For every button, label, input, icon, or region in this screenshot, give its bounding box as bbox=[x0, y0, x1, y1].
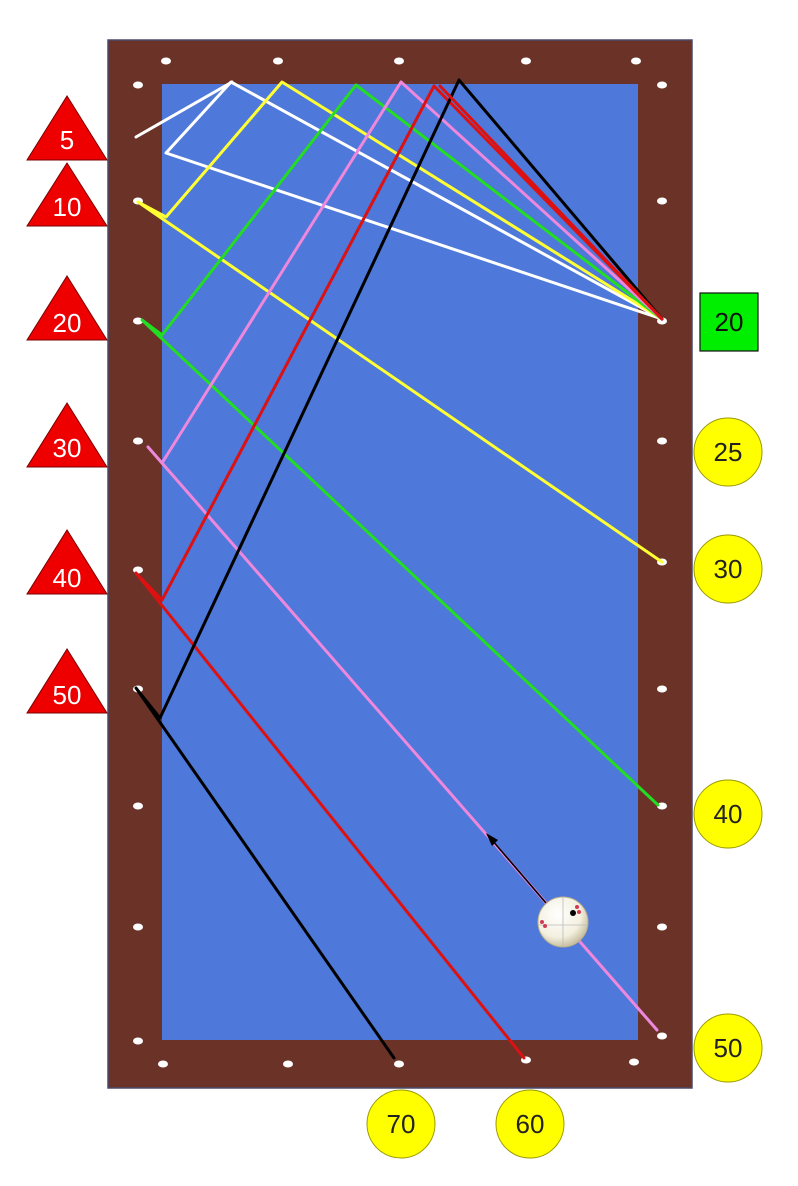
start-marker-square bbox=[699, 292, 759, 352]
diamond-sight bbox=[657, 685, 667, 693]
system-markers: 5 10 20 30 40 50 20 25 30 40 50 70 60 bbox=[26, 95, 763, 1159]
ball-paths bbox=[134, 78, 664, 1060]
diamond-sight bbox=[133, 802, 143, 810]
green-path bbox=[140, 83, 664, 807]
right-marker-label: 50 bbox=[714, 1033, 743, 1063]
start-marker-label: 20 bbox=[715, 307, 744, 337]
ball-mark bbox=[577, 910, 581, 914]
bottom-marker-label: 70 bbox=[387, 1109, 416, 1139]
aim-line bbox=[491, 839, 547, 904]
left-marker-triangle bbox=[26, 162, 108, 227]
right-marker-label: 30 bbox=[714, 554, 743, 584]
left-marker-label: 40 bbox=[53, 563, 82, 593]
diamond-sight bbox=[629, 1058, 639, 1066]
diamond-sight bbox=[161, 57, 171, 65]
red-path bbox=[134, 84, 664, 1060]
left-marker-triangle bbox=[26, 529, 108, 595]
diamond-sight bbox=[283, 1060, 293, 1068]
left-marker-triangle bbox=[26, 402, 108, 468]
diamond-sight bbox=[657, 81, 667, 89]
left-marker-label: 20 bbox=[53, 308, 82, 338]
yellow-path bbox=[136, 80, 664, 564]
left-marker-label: 10 bbox=[53, 192, 82, 222]
ball-mark bbox=[540, 920, 544, 924]
white-path bbox=[164, 80, 664, 321]
black-path bbox=[134, 78, 664, 1060]
diamond-sight bbox=[657, 1032, 667, 1040]
diamond-sight bbox=[133, 923, 143, 931]
left-marker-label: 30 bbox=[53, 433, 82, 463]
diamond-sight bbox=[394, 57, 404, 65]
bottom-marker-label: 60 bbox=[516, 1109, 545, 1139]
diamond-sight bbox=[657, 437, 667, 445]
diamond-sight bbox=[631, 57, 641, 65]
diamond-sight bbox=[133, 566, 143, 574]
right-marker-circle bbox=[693, 534, 763, 604]
bottom-marker-circle bbox=[366, 1089, 436, 1159]
left-marker-triangle bbox=[26, 95, 108, 161]
white-path bbox=[134, 80, 234, 139]
diamond-sight bbox=[133, 81, 143, 89]
diamond-sight bbox=[657, 802, 667, 810]
red-path bbox=[438, 84, 664, 321]
ball-mark bbox=[575, 905, 579, 909]
left-marker-label: 50 bbox=[53, 680, 82, 710]
right-marker-circle bbox=[693, 779, 763, 849]
left-marker-triangle bbox=[26, 275, 108, 341]
diamond-sight bbox=[133, 437, 143, 445]
diamond-sight bbox=[394, 1060, 404, 1068]
left-marker-label: 5 bbox=[60, 125, 74, 155]
cue-ball-group bbox=[486, 833, 589, 948]
cue-tip-contact bbox=[570, 910, 576, 916]
right-marker-circle bbox=[693, 1013, 763, 1083]
diamond-sight bbox=[133, 317, 143, 325]
diamond-sight bbox=[657, 197, 667, 205]
right-marker-label: 25 bbox=[714, 437, 743, 467]
diamond-sight bbox=[657, 923, 667, 931]
bottom-marker-circle bbox=[495, 1089, 565, 1159]
left-marker-triangle bbox=[26, 648, 108, 714]
right-marker-label: 40 bbox=[714, 799, 743, 829]
billiard-table bbox=[107, 39, 693, 1089]
diamond-sight bbox=[521, 57, 531, 65]
ball-mark bbox=[543, 924, 547, 928]
diamond-sight bbox=[133, 1037, 143, 1045]
diamond-sight bbox=[158, 1060, 168, 1068]
diamond-sight bbox=[273, 57, 283, 65]
pink-path bbox=[146, 80, 664, 1032]
aim-arrow-icon bbox=[486, 833, 498, 846]
right-marker-circle bbox=[693, 417, 763, 487]
